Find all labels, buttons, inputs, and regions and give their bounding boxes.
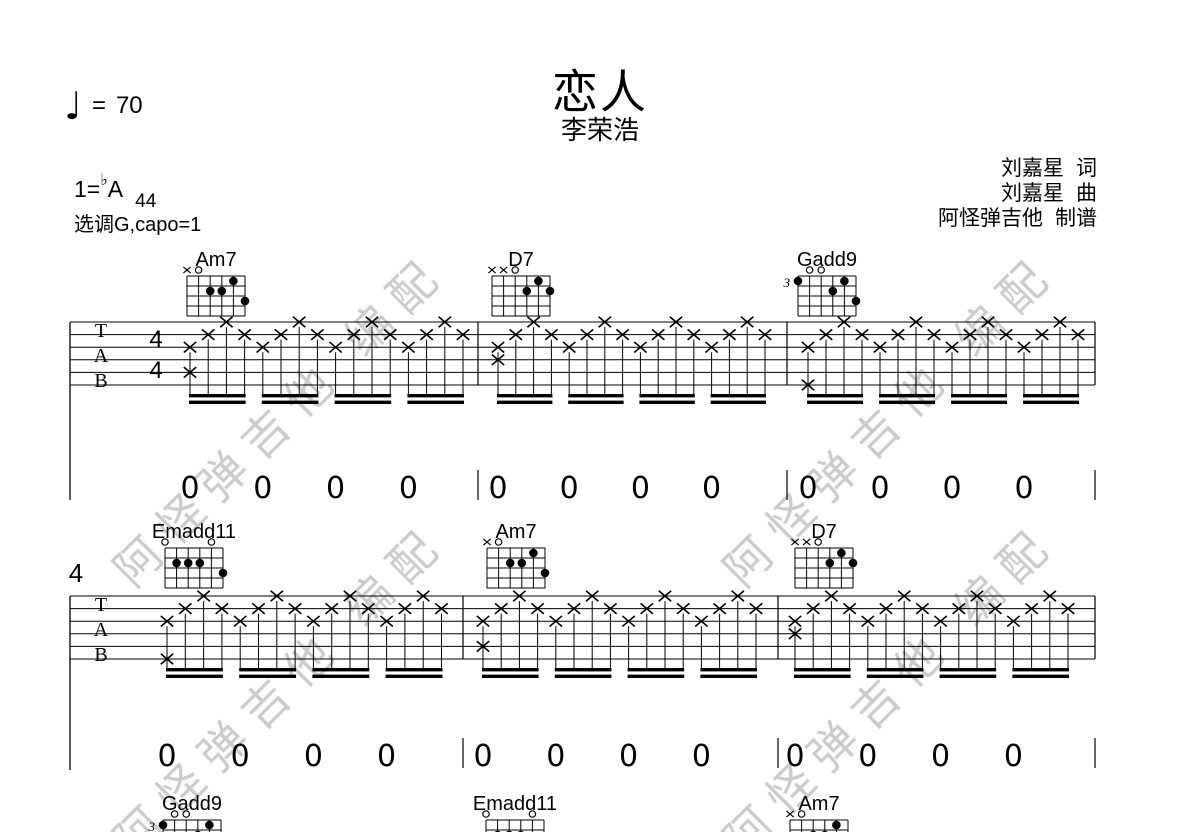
svg-text:D7: D7: [508, 249, 534, 271]
quarter-note-icon: ♩: [64, 84, 82, 128]
chord-diagram-Am7: Am7: [483, 521, 550, 589]
time-top: 4: [135, 191, 146, 212]
svg-text:0: 0: [560, 471, 579, 506]
svg-text:Am7: Am7: [495, 521, 536, 543]
measure-D7: [491, 316, 772, 404]
tempo-marking: ♩ = 70: [64, 87, 143, 125]
time-bottom: 4: [145, 191, 157, 212]
tab-system-2: TAB 4: [69, 558, 1096, 770]
chord-diagram-D7: D7: [791, 521, 858, 589]
svg-text:Emadd11: Emadd11: [152, 521, 236, 543]
chord-diagram-Gadd9: Gadd9 3: [148, 793, 222, 832]
svg-text:0: 0: [631, 471, 650, 506]
key-prefix: 1=: [74, 176, 101, 202]
chord-diagram-Emadd11: Emadd11: [152, 521, 236, 589]
svg-text:0: 0: [870, 471, 889, 506]
measure-Emadd11: [160, 590, 449, 678]
chord-diagram-Gadd9: Gadd9 3: [783, 249, 861, 317]
chord-diagram-D7: D7: [488, 249, 555, 317]
tab-system-1: TAB 4 4: [69, 316, 1096, 500]
tempo-equals: =: [91, 92, 106, 119]
svg-text:3: 3: [783, 275, 791, 290]
svg-text:A: A: [94, 345, 109, 367]
credit-music: 刘嘉星曲: [1001, 182, 1097, 205]
measure-Am7: [183, 316, 470, 404]
svg-text:0: 0: [326, 471, 345, 506]
credits: 刘嘉星词 刘嘉星曲 阿怪弹吉他制谱: [938, 156, 1097, 231]
svg-text:Gadd9: Gadd9: [162, 793, 222, 815]
svg-text:0: 0: [931, 739, 950, 774]
svg-text:0: 0: [785, 739, 804, 774]
measure-Am7: [476, 590, 763, 678]
jianpu-rest-row: 0 0 0 0 0 0 0 0 0 0 0 0: [157, 738, 1096, 774]
svg-text:0: 0: [157, 739, 176, 774]
svg-text:0: 0: [702, 471, 721, 506]
measure-Gadd9: [801, 316, 1085, 404]
key-letter: A: [107, 176, 124, 202]
tempo-bpm: 70: [115, 92, 143, 119]
svg-text:B: B: [94, 644, 107, 666]
svg-text:4: 4: [149, 326, 162, 353]
svg-text:0: 0: [377, 739, 396, 774]
svg-text:Emadd11: Emadd11: [473, 793, 557, 815]
svg-text:T: T: [95, 320, 107, 342]
svg-text:3: 3: [148, 819, 156, 832]
svg-text:0: 0: [231, 739, 250, 774]
chord-diagram-Am7: Am7: [183, 249, 250, 317]
chord-diagram-Emadd11: Emadd11: [473, 793, 557, 832]
song-title: 恋人: [552, 66, 648, 118]
time-signature-fraction: 44: [135, 192, 156, 211]
svg-text:A: A: [94, 619, 109, 641]
svg-text:Gadd9: Gadd9: [797, 249, 857, 271]
svg-text:0: 0: [798, 471, 817, 506]
tuning-capo-note: 选调G,capo=1: [74, 214, 202, 236]
svg-text:0: 0: [546, 739, 565, 774]
svg-text:Am7: Am7: [195, 249, 236, 271]
svg-text:4: 4: [149, 357, 162, 384]
svg-text:Am7: Am7: [798, 793, 839, 815]
artist-name: 李荣浩: [560, 115, 639, 145]
svg-text:0: 0: [858, 739, 877, 774]
measure-D7: [788, 590, 1075, 678]
svg-text:0: 0: [253, 471, 272, 506]
flat-icon: ♭: [100, 170, 108, 189]
svg-text:B: B: [94, 370, 107, 392]
svg-text:0: 0: [399, 471, 418, 506]
svg-text:0: 0: [1014, 471, 1033, 506]
svg-text:0: 0: [180, 471, 199, 506]
svg-text:D7: D7: [811, 521, 837, 543]
svg-text:0: 0: [692, 739, 711, 774]
svg-text:0: 0: [488, 471, 507, 506]
credit-arranger: 阿怪弹吉他制谱: [938, 207, 1097, 230]
svg-text:0: 0: [619, 739, 638, 774]
svg-text:4: 4: [69, 558, 83, 588]
chord-diagram-Am7: Am7: [786, 793, 849, 832]
svg-text:0: 0: [1004, 739, 1023, 774]
svg-text:T: T: [95, 594, 107, 616]
svg-text:0: 0: [304, 739, 323, 774]
jianpu-rest-row: 0 0 0 0 0 0 0 0 0 0 0 0: [180, 470, 1096, 506]
svg-text:0: 0: [942, 471, 961, 506]
svg-text:0: 0: [473, 739, 492, 774]
credit-lyrics: 刘嘉星词: [1001, 157, 1097, 180]
